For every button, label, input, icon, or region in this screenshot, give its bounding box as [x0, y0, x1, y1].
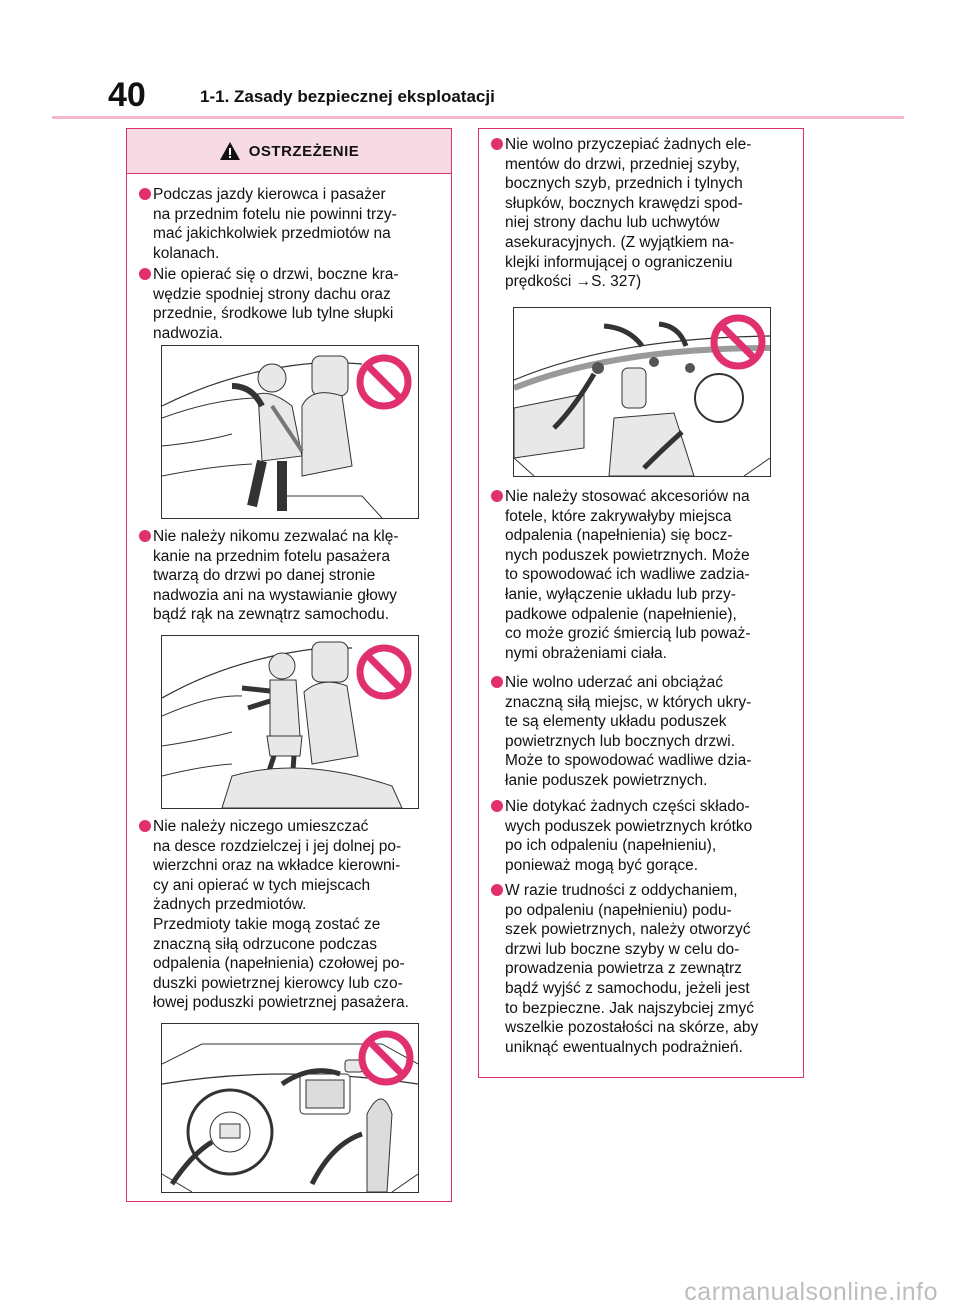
illustration-dashboard-objects — [161, 1023, 419, 1193]
item-text: Nie należy stosować akcesoriów na fotele… — [505, 488, 751, 662]
header-rule — [52, 116, 904, 119]
item-text: Nie opierać się o drzwi, boczne kra- węd… — [153, 266, 399, 342]
illustration-child-kneeling — [161, 635, 419, 809]
bullet-icon — [491, 884, 503, 896]
bullet-icon — [139, 188, 151, 200]
bullet-icon — [139, 530, 151, 542]
windshield-illustration — [514, 321, 770, 476]
bullet-icon — [139, 820, 151, 832]
list-item: Nie należy stosować akcesoriów na fotele… — [491, 487, 795, 663]
page-number: 40 — [108, 76, 146, 114]
kneeling-child-illustration — [162, 641, 403, 808]
bullet-icon — [139, 268, 151, 280]
list-item: Nie wolno uderzać ani obciążać znaczną s… — [491, 673, 795, 791]
leaning-person-illustration — [162, 355, 383, 518]
illustration-windshield-objects — [513, 307, 771, 477]
warning-triangle-icon — [219, 142, 240, 160]
list-item: Nie opierać się o drzwi, boczne kra- węd… — [139, 265, 443, 343]
list-item: Nie dotykać żadnych części składo- wych … — [491, 797, 795, 875]
prohibited-icon — [710, 314, 766, 370]
list-item: W razie trudności z oddychaniem, po odpa… — [491, 881, 795, 1057]
prohibited-icon — [356, 354, 412, 410]
item-text: Podczas jazdy kierowca i pasażer na prze… — [153, 186, 397, 262]
bullet-icon — [491, 800, 503, 812]
bullet-icon — [491, 490, 503, 502]
warning-box-right: Nie wolno przyczepiać żadnych ele- mentó… — [478, 128, 804, 1078]
item-text: Nie wolno przyczepiać żadnych ele- mentó… — [505, 136, 752, 291]
item-text: Nie dotykać żadnych części składo- wych … — [505, 798, 753, 874]
warning-header: OSTRZEŻENIE — [127, 129, 451, 174]
watermark: carmanualsonline.info — [684, 1278, 938, 1306]
item-text: Nie należy nikomu zezwalać na klę- kanie… — [153, 528, 399, 624]
warning-box-left: OSTRZEŻENIE Podczas jazdy kierowca i pas… — [126, 128, 452, 1202]
item-text: Nie wolno uderzać ani obciążać znaczną s… — [505, 674, 752, 789]
list-item: Podczas jazdy kierowca i pasażer na prze… — [139, 185, 443, 263]
bullet-icon — [491, 676, 503, 688]
list-item: Nie wolno przyczepiać żadnych ele- mentó… — [491, 135, 795, 292]
item-text: Nie należy niczego umieszczać na desce r… — [153, 818, 409, 1012]
section-title: 1-1. Zasady bezpiecznej eksploatacji — [200, 87, 495, 106]
item-text: W razie trudności z oddychaniem, po odpa… — [505, 882, 759, 1056]
bullet-icon — [491, 138, 503, 150]
warning-title: OSTRZEŻENIE — [248, 142, 360, 160]
list-item: Nie należy nikomu zezwalać na klę- kanie… — [139, 527, 443, 625]
prohibited-icon — [358, 1030, 414, 1086]
prohibited-icon — [356, 644, 412, 700]
list-item: Nie należy niczego umieszczać na desce r… — [139, 817, 443, 1013]
illustration-leaning-on-door — [161, 345, 419, 519]
